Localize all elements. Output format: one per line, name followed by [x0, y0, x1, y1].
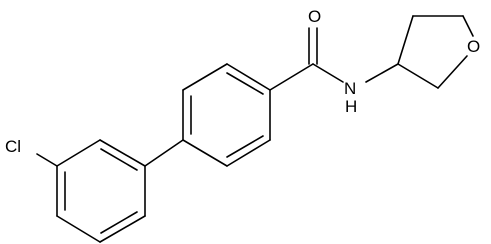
bond	[437, 55, 468, 89]
amide-c-n-bond	[312, 63, 344, 83]
bond	[182, 139, 228, 167]
amide-nitrogen-label: N	[344, 79, 356, 98]
bond	[397, 63, 439, 89]
biaryl-bond	[144, 139, 184, 167]
bond	[462, 15, 474, 37]
bond	[99, 215, 146, 243]
bond	[226, 139, 271, 167]
aryl-carbonyl-bond	[269, 63, 314, 91]
bond	[226, 63, 271, 91]
c-cl-bond	[36, 153, 58, 167]
aromatic-bond-inner	[100, 211, 138, 234]
bond	[56, 215, 101, 243]
carbonyl-oxygen-label: O	[308, 7, 321, 26]
bond	[99, 139, 146, 167]
aromatic-bond-inner	[226, 135, 264, 158]
amide-hydrogen-label: H	[345, 97, 357, 116]
ring-oxygen-label: O	[467, 37, 480, 56]
aromatic-bond-inner	[100, 148, 138, 171]
bond	[56, 139, 101, 167]
tetrahydrofuran-ring	[397, 15, 474, 89]
bond	[397, 15, 414, 65]
chlorophenyl-ring	[56, 139, 146, 243]
aromatic-bond-inner	[226, 72, 264, 95]
chlorine-label: Cl	[5, 137, 21, 156]
bond	[182, 63, 228, 91]
n-ch-bond	[365, 63, 399, 83]
phenylene-ring	[182, 63, 271, 167]
